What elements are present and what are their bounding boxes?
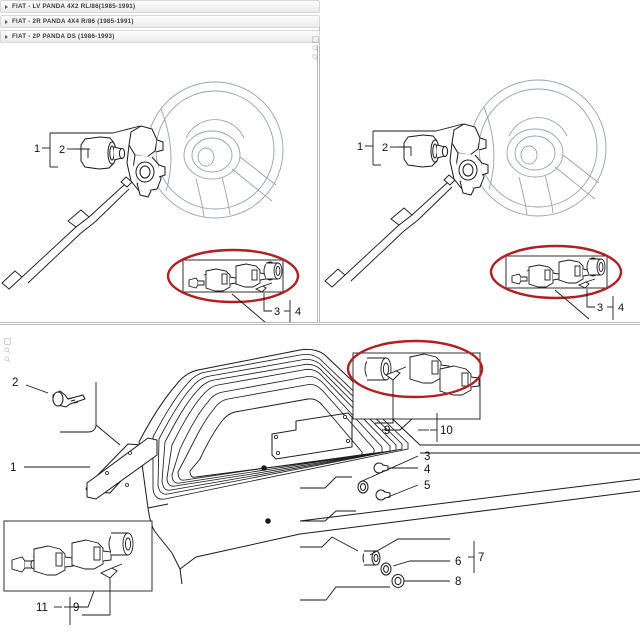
steering-column-lock-drawing-variant: 1 2 bbox=[324, 79, 624, 320]
callout-label-3: 3 bbox=[424, 451, 430, 463]
plate-recess-screws bbox=[273, 415, 350, 456]
trim-panel-screw-holes bbox=[105, 451, 132, 487]
lockset-parts bbox=[511, 257, 606, 289]
part-grommet-3 bbox=[357, 480, 369, 494]
steering-shaft bbox=[1, 176, 133, 290]
highlight-ellipse bbox=[346, 339, 484, 399]
accordion-row-2p-panda-ds[interactable]: FIAT - 2P PANDA DS (1986-1993) bbox=[0, 30, 320, 43]
highlight-ellipse bbox=[489, 244, 623, 300]
steering-column-lock-drawing: 1 2 bbox=[1, 81, 301, 322]
fullscreen-icon[interactable] bbox=[312, 30, 319, 43]
tailgate-glass bbox=[189, 398, 363, 478]
callout-leaders-bottom-left bbox=[54, 578, 111, 625]
triangle-right-icon bbox=[5, 4, 8, 9]
callout-leaders-345 bbox=[300, 455, 419, 522]
callout-label-8: 8 bbox=[455, 576, 461, 588]
lockset-parts-left bbox=[11, 532, 134, 579]
zoom-out-icon[interactable] bbox=[4, 350, 11, 363]
callout-label-4: 4 bbox=[295, 306, 301, 318]
callout-label-1: 1 bbox=[10, 462, 16, 474]
callout-label-2: 2 bbox=[382, 142, 388, 154]
part-lock-barrel bbox=[403, 134, 449, 168]
callout-label-1: 1 bbox=[34, 143, 40, 155]
diagram-panel-top-right[interactable]: 1 2 bbox=[319, 24, 640, 323]
diagram-panel-bottom[interactable]: 1 2 bbox=[0, 324, 640, 640]
plate-recess bbox=[271, 412, 353, 460]
accordion-row-label: FIAT - 2P PANDA DS (1986-1993) bbox=[12, 33, 115, 40]
callout-label-4: 4 bbox=[618, 302, 624, 314]
callout-label-2: 2 bbox=[12, 377, 18, 389]
callout-leaders-bottom bbox=[554, 289, 614, 320]
part-lock-barrel bbox=[80, 136, 126, 170]
callout-label-9-right: 9 bbox=[384, 425, 390, 437]
callout-label-4: 4 bbox=[424, 464, 431, 476]
trim-panel-shape bbox=[86, 437, 158, 500]
callout-label-1: 1 bbox=[357, 141, 363, 153]
part-lock-cylinder-6 bbox=[362, 550, 381, 566]
triangle-right-icon bbox=[5, 34, 8, 39]
diagram-panel-top-left[interactable]: 1 2 bbox=[0, 45, 318, 323]
tailgate-window-seal bbox=[152, 353, 409, 500]
tailgate-lock-markers bbox=[261, 465, 271, 524]
callout-label-7: 7 bbox=[478, 552, 484, 564]
zoom-tools-bottom-left[interactable] bbox=[2, 330, 15, 363]
callout-label-5: 5 bbox=[424, 480, 430, 492]
callout-label-3: 3 bbox=[274, 306, 280, 318]
callout-leaders-9-10 bbox=[375, 380, 438, 442]
zoom-in-icon[interactable] bbox=[312, 39, 319, 52]
part-washer-6 bbox=[380, 562, 392, 576]
accordion-row-lv-panda-4x2[interactable]: FIAT - LV PANDA 4X2 RL/86(1985-1991) bbox=[0, 0, 320, 13]
steering-wheel-ghost bbox=[469, 79, 607, 217]
callout-leaders-bottom bbox=[231, 293, 291, 322]
part-lock-housing bbox=[126, 125, 166, 198]
part-plug-5 bbox=[375, 489, 391, 501]
callout-label-6: 6 bbox=[455, 556, 461, 568]
callout-label-11: 11 bbox=[36, 602, 48, 614]
tailgate-lockset-drawing: 1 2 bbox=[3, 339, 640, 625]
accordion-row-2r-panda-4x4[interactable]: FIAT - 2R PANDA 4X4 R/86 (1985-1991) bbox=[0, 15, 320, 28]
callout-leader-2 bbox=[25, 382, 121, 446]
part-plug-4 bbox=[373, 462, 389, 474]
accordion-row-label: FIAT - LV PANDA 4X2 RL/86(1985-1991) bbox=[12, 3, 136, 10]
fullscreen-icon[interactable] bbox=[4, 332, 11, 345]
part-screw bbox=[52, 390, 86, 408]
callout-leaders-top bbox=[365, 123, 464, 166]
zoom-out-icon[interactable] bbox=[312, 48, 319, 61]
lockset-parts bbox=[188, 261, 283, 293]
zoom-tools-top-right[interactable] bbox=[310, 28, 323, 61]
accordion-row-label: FIAT - 2R PANDA 4X4 R/86 (1985-1991) bbox=[12, 18, 134, 25]
callout-label-9-left: 9 bbox=[73, 602, 79, 614]
callout-leaders-top bbox=[42, 125, 141, 168]
part-nut-8 bbox=[391, 574, 405, 588]
callout-label-10: 10 bbox=[440, 425, 453, 437]
tailgate-body bbox=[138, 348, 640, 585]
callout-label-3: 3 bbox=[597, 302, 603, 314]
lockset-parts-right bbox=[364, 353, 480, 396]
zoom-in-icon[interactable] bbox=[4, 341, 11, 354]
model-accordion-list: FIAT - LV PANDA 4X2 RL/86(1985-1991) FIA… bbox=[0, 0, 320, 45]
callout-label-2: 2 bbox=[59, 144, 65, 156]
steering-shaft bbox=[324, 174, 456, 288]
part-lock-housing bbox=[449, 123, 489, 196]
highlight-ellipse bbox=[166, 248, 300, 304]
steering-wheel-ghost bbox=[146, 81, 284, 219]
callout-leaders-678 bbox=[300, 536, 475, 601]
triangle-right-icon bbox=[5, 19, 8, 24]
